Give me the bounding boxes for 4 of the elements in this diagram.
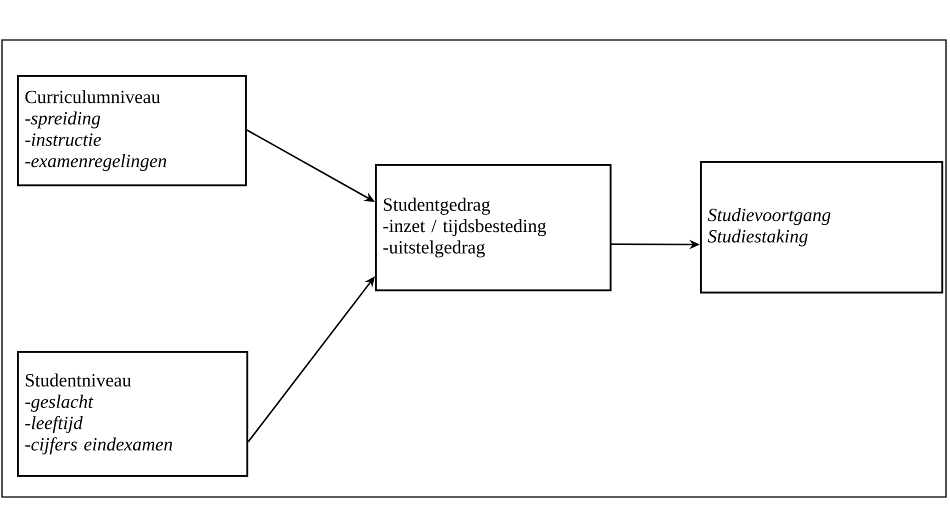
text-box: Studentgedrag -inzet / tijdsbesteding -uitstelgedrag <box>375 164 612 292</box>
text-box: Curriculumniveau -spreiding -instructie -examenregelingen <box>17 75 247 186</box>
text-box: Studievoortgang Studiestaking <box>700 161 944 294</box>
text-box: Studentniveau -geslacht -leeftijd -cijfers eindexamen <box>17 351 248 477</box>
